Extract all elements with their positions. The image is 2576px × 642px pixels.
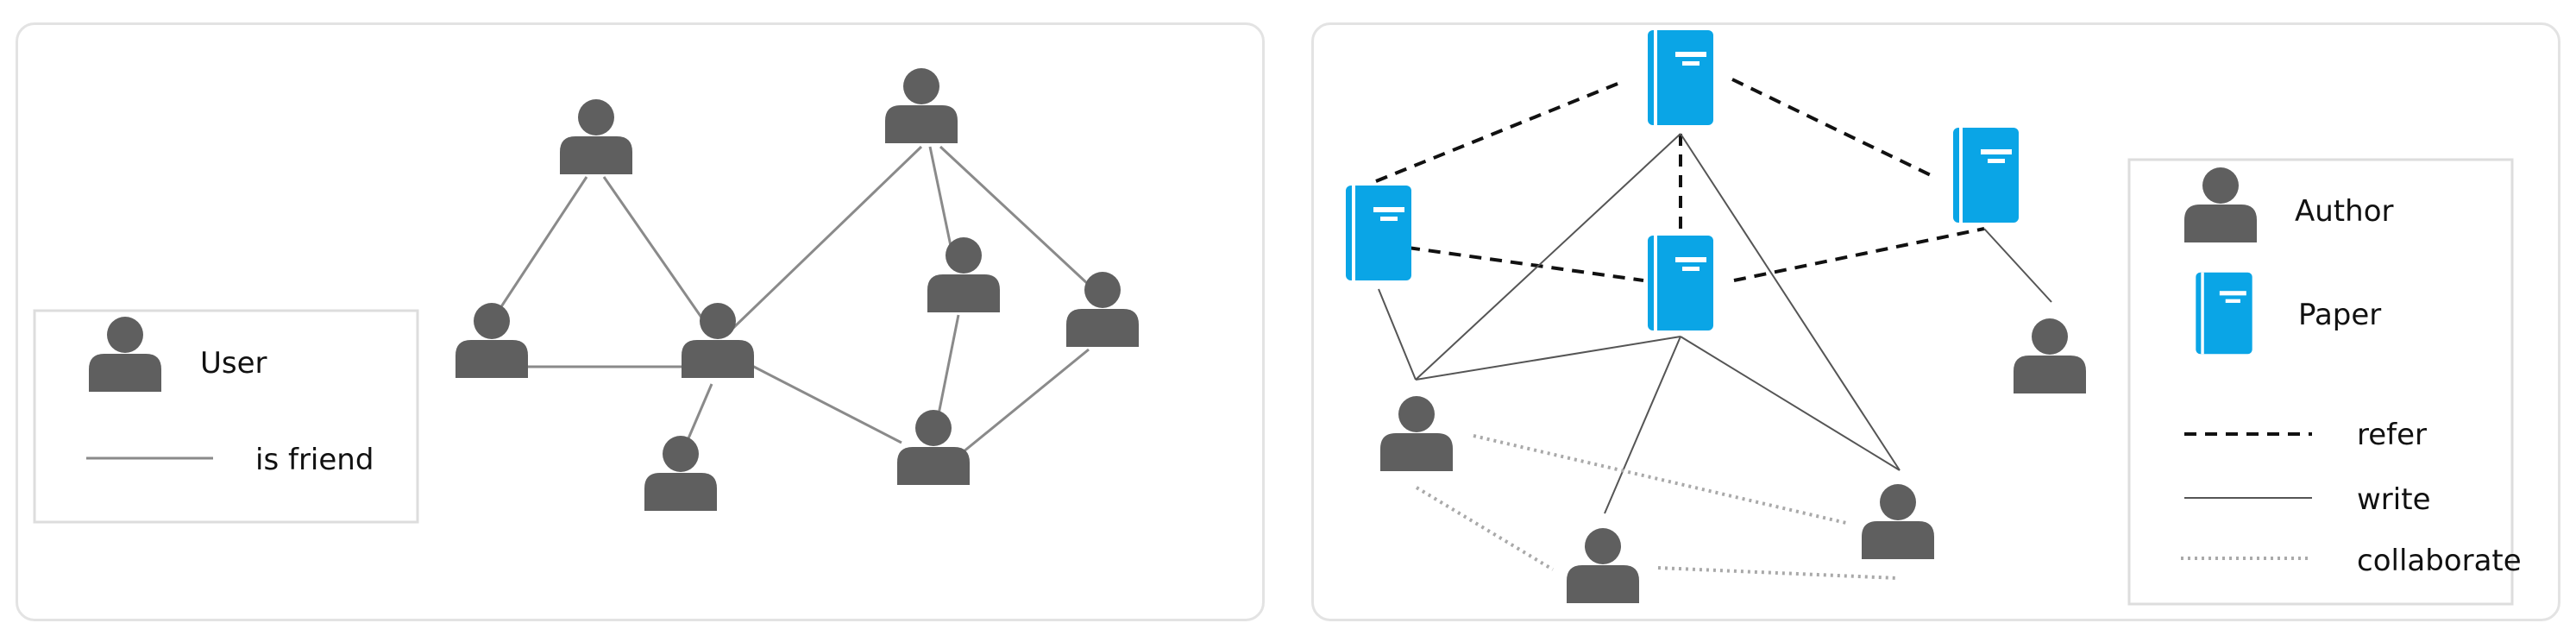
write-edge bbox=[1415, 133, 1681, 381]
paper-icon bbox=[2196, 272, 2252, 355]
user-icon bbox=[1066, 272, 1139, 347]
author-icon bbox=[1862, 484, 1934, 559]
right-legend: Author Paper refer write collaborate bbox=[2127, 158, 2522, 606]
user-icon bbox=[927, 237, 1000, 312]
paper-icon bbox=[1953, 128, 2019, 223]
author-icon bbox=[2014, 318, 2086, 393]
collaborate-edge bbox=[1415, 486, 1555, 571]
author-nodes bbox=[1380, 318, 2086, 603]
friend-edge bbox=[732, 145, 923, 330]
legend-user-label: User bbox=[200, 346, 267, 381]
write-edge bbox=[1983, 228, 2052, 303]
friend-edge bbox=[750, 363, 902, 444]
friend-edge bbox=[687, 383, 713, 439]
left-legend: User is friend bbox=[33, 309, 419, 524]
refer-edge bbox=[1375, 80, 1623, 183]
collaborate-edge bbox=[1473, 434, 1847, 525]
legend-write-label: write bbox=[2357, 482, 2430, 517]
write-edge bbox=[1680, 336, 1901, 471]
refer-edge bbox=[1731, 78, 1932, 177]
paper-icon bbox=[1648, 236, 1713, 330]
write-edge bbox=[1378, 288, 1417, 381]
collaborate-edges bbox=[1415, 434, 1899, 580]
friend-edge bbox=[939, 145, 1090, 286]
friend-edge bbox=[602, 176, 713, 333]
refer-edge bbox=[1733, 227, 1985, 282]
friend-edge bbox=[928, 146, 952, 247]
legend-collaborate-label: collaborate bbox=[2357, 544, 2522, 578]
paper-icon bbox=[1346, 186, 1411, 280]
author-icon bbox=[1567, 528, 1639, 603]
friend-edges bbox=[497, 145, 1090, 462]
friend-edge bbox=[937, 314, 960, 415]
legend-paper-label: Paper bbox=[2298, 298, 2381, 332]
write-edge bbox=[1680, 133, 1901, 471]
friend-edge bbox=[497, 176, 588, 312]
user-icon bbox=[897, 410, 970, 485]
user-icon bbox=[682, 303, 754, 378]
write-edges bbox=[1378, 133, 2052, 514]
user-icon bbox=[560, 99, 632, 174]
write-edge bbox=[1604, 336, 1681, 514]
legend-friend-label: is friend bbox=[255, 443, 374, 477]
user-icon bbox=[885, 68, 958, 143]
user-icon bbox=[456, 303, 528, 378]
paper-icon bbox=[1648, 30, 1713, 125]
user-icon bbox=[644, 436, 717, 511]
friend-edge bbox=[952, 348, 1090, 462]
user-nodes bbox=[456, 68, 1139, 511]
legend-author-label: Author bbox=[2295, 194, 2393, 229]
legend-refer-label: refer bbox=[2357, 418, 2427, 452]
write-edge bbox=[1415, 336, 1681, 381]
refer-edge bbox=[1407, 246, 1644, 282]
refer-edges bbox=[1375, 78, 1985, 282]
author-icon bbox=[1380, 396, 1453, 471]
collaborate-edge bbox=[1657, 566, 1899, 580]
